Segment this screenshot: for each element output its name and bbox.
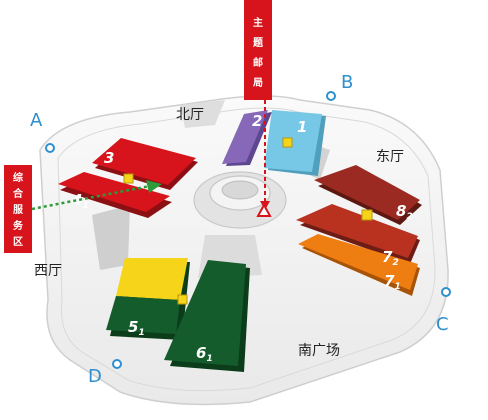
svg-text:题: 题 [253, 37, 264, 49]
svg-text:综: 综 [13, 171, 23, 184]
gate-b-label: B [341, 72, 353, 93]
service-area-arrow [146, 180, 162, 193]
hall-2[interactable] [222, 110, 268, 164]
post-office-callout[interactable] [244, 0, 272, 100]
hall-6-label: 61 [196, 344, 213, 364]
zone-south-label: 南广场 [298, 343, 340, 359]
svg-text:服: 服 [13, 204, 24, 216]
zone-north-label: 北厅 [176, 107, 204, 123]
hall-8-label: 82 [396, 202, 413, 222]
gate-d-marker[interactable] [112, 359, 122, 369]
walkway [180, 100, 225, 128]
hall-5-label: 51 [128, 318, 145, 338]
hall-3[interactable] [92, 138, 196, 185]
hall-5-top[interactable] [116, 258, 188, 300]
gate-a-marker[interactable] [45, 143, 55, 153]
hall-7-1[interactable] [298, 234, 418, 290]
post-office-location-icon [256, 202, 272, 217]
service-area-pointer [31, 184, 151, 211]
hall-7-2[interactable] [296, 204, 418, 258]
svg-text:局: 局 [252, 77, 263, 89]
post-office-label: 主 题 邮 局 [252, 16, 264, 89]
svg-text:邮: 邮 [253, 56, 263, 69]
service-area-callout[interactable] [4, 165, 32, 253]
svg-text:务: 务 [13, 219, 24, 232]
gate-a-label: A [30, 110, 43, 131]
hall-labels: 2 1 3 41 82 72 71 51 61 [71, 112, 413, 364]
connector-marker [177, 294, 188, 305]
hall-4-label: 41 [71, 191, 89, 211]
hall-7-2-label: 72 [382, 248, 399, 268]
central-rotunda-inner [221, 180, 259, 200]
hall-2-label: 2 [252, 112, 262, 130]
connector-marker [282, 137, 293, 148]
hall-1[interactable] [264, 110, 322, 172]
hall-7-1-label: 71 [384, 272, 401, 292]
hall-3-label: 3 [104, 149, 114, 167]
hall-6-1[interactable] [164, 260, 246, 366]
hall-4-1[interactable] [58, 172, 170, 212]
zone-west-label: 西厅 [34, 263, 62, 279]
hall-5-1[interactable] [106, 296, 180, 334]
gate-c-label: C [436, 314, 449, 335]
zone-east-label: 东厅 [376, 149, 404, 165]
gate-b-marker[interactable] [326, 91, 336, 101]
svg-text:主: 主 [253, 16, 263, 29]
connector-marker [361, 209, 373, 221]
connector-marker [123, 173, 134, 184]
svg-text:合: 合 [12, 187, 24, 200]
hall-1-label: 1 [297, 118, 307, 136]
hall-8-2[interactable] [314, 165, 420, 220]
gate-c-marker[interactable] [441, 287, 451, 297]
gate-d-label: D [88, 366, 102, 387]
walkway [92, 205, 130, 270]
svg-text:区: 区 [13, 236, 23, 248]
service-area-label: 综 合 服 务 区 [12, 171, 24, 248]
